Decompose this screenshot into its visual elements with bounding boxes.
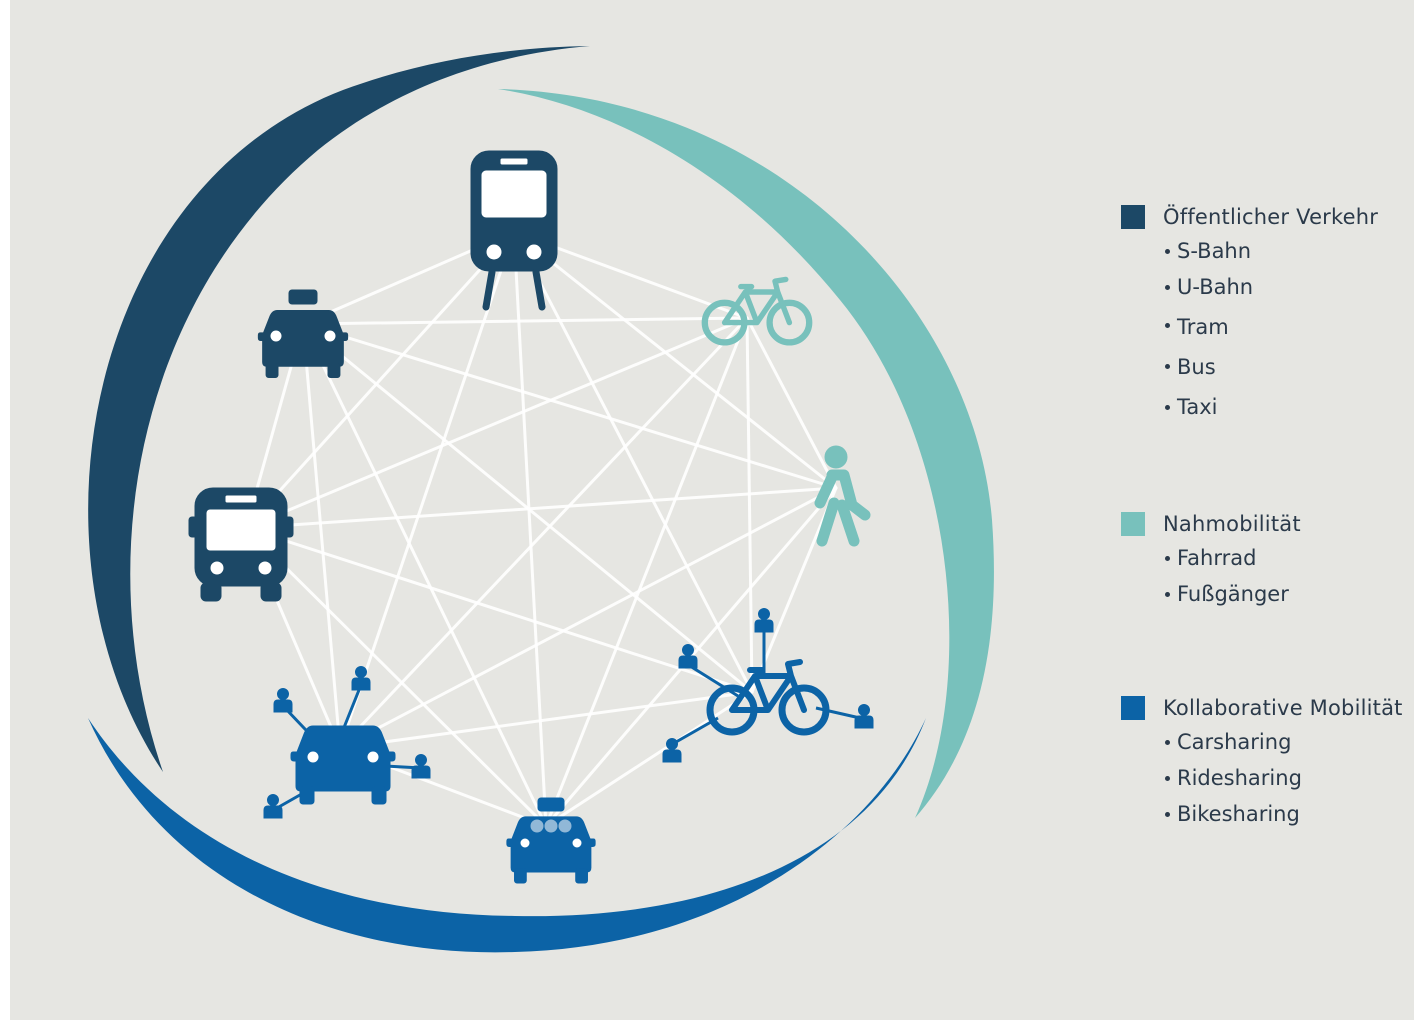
link-bicycle-taxi <box>301 316 749 326</box>
link-bicycle-bikesharing <box>745 316 754 694</box>
pedestrian-icon <box>814 445 871 547</box>
link-train-bus <box>244 230 516 530</box>
legend-items-public-transport: S-Bahn U-Bahn Tram Bus Taxi <box>1121 233 1378 427</box>
ridesharing-icon <box>506 797 596 884</box>
link-bicycle-pedestrian <box>745 316 838 490</box>
local-mobility-arc <box>498 89 994 818</box>
legend-item: S-Bahn <box>1163 233 1378 269</box>
legend-swatch-public-transport <box>1121 205 1145 229</box>
link-bicycle-carsharing <box>338 316 749 750</box>
public-transport-arc <box>88 46 590 772</box>
legend-item: U-Bahn <box>1163 269 1378 305</box>
legend-swatch-collaborative-mobility <box>1121 696 1145 720</box>
legend-title-public-transport: Öffentlicher Verkehr <box>1163 205 1379 229</box>
legend-items-collaborative-mobility: Carsharing Ridesharing Bikesharing <box>1121 724 1403 832</box>
train-icon <box>470 150 558 311</box>
link-bikesharing-taxi <box>301 322 754 694</box>
link-train-carsharing <box>338 230 516 750</box>
legend-items-local-mobility: Fahrrad Fußgänger <box>1121 540 1301 612</box>
link-pedestrian-bus <box>244 486 838 530</box>
legend-item: Tram <box>1163 305 1378 345</box>
link-bicycle-bus <box>244 316 749 530</box>
link-pedestrian-taxi <box>301 322 838 490</box>
bicycle-icon <box>705 279 809 342</box>
legend-item: Ridesharing <box>1163 760 1403 796</box>
link-bikesharing-ridesharing <box>544 690 754 828</box>
link-train-bikesharing <box>512 230 754 694</box>
link-pedestrian-bikesharing <box>750 486 838 694</box>
link-bikesharing-carsharing <box>338 690 754 750</box>
legend-item: Bus <box>1163 345 1378 386</box>
legend-title-local-mobility: Nahmobilität <box>1163 512 1301 536</box>
legend-public-transport: Öffentlicher Verkehr S-Bahn U-Bahn Tram … <box>1121 203 1378 427</box>
legend-item: Carsharing <box>1163 724 1403 760</box>
bus-icon <box>188 487 294 602</box>
legend-item: Fahrrad <box>1163 540 1301 576</box>
link-train-pedestrian <box>512 230 838 490</box>
legend-swatch-local-mobility <box>1121 512 1145 536</box>
link-bicycle-ridesharing <box>544 316 749 828</box>
link-bikesharing-bus <box>244 526 754 694</box>
link-carsharing-taxi <box>301 322 342 750</box>
legend-item: Fußgänger <box>1163 576 1301 612</box>
carsharing-icon <box>263 666 431 819</box>
link-ridesharing-bus <box>244 526 548 828</box>
legend-item: Bikesharing <box>1163 796 1403 832</box>
taxi-icon <box>257 289 349 378</box>
network-links <box>244 230 838 828</box>
legend-collaborative-mobility: Kollaborative Mobilität Carsharing Rides… <box>1121 694 1403 832</box>
legend-local-mobility: Nahmobilität Fahrrad Fußgänger <box>1121 510 1301 612</box>
legend-item: Taxi <box>1163 386 1378 427</box>
link-ridesharing-taxi <box>301 322 548 828</box>
collaborative-mobility-arc <box>88 718 926 953</box>
bikesharing-icon <box>662 608 874 763</box>
link-train-ridesharing <box>512 230 548 828</box>
legend-title-collaborative-mobility: Kollaborative Mobilität <box>1163 696 1403 720</box>
